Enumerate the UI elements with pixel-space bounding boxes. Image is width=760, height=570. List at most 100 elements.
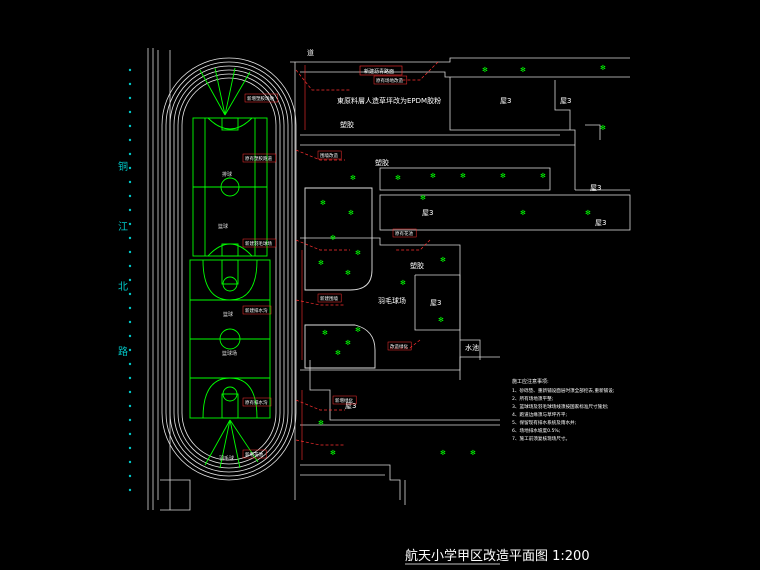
corner-label: 水池 — [465, 343, 479, 352]
tree-icon: ✻ — [585, 209, 591, 217]
court-label-3: 篮球场 — [222, 350, 237, 357]
court-label-2: 篮球 — [218, 223, 228, 230]
drainage-lines — [301, 65, 306, 460]
road-dot — [128, 292, 132, 296]
road-dot — [128, 446, 132, 450]
red-label-box — [242, 397, 272, 407]
building-label-7: 屋3 — [345, 402, 356, 410]
road-dot — [128, 376, 132, 380]
notes-item-7: 7、施工前须复核现场尺寸。 — [512, 435, 570, 442]
road-dot — [128, 474, 132, 478]
tree-icon: ✻ — [440, 256, 446, 264]
tree-icon: ✻ — [330, 234, 336, 242]
road-dot — [128, 208, 132, 212]
road-dot — [128, 334, 132, 338]
street-char: 江 — [118, 221, 128, 233]
road-dot — [128, 460, 132, 464]
epdm-note: 東原料層人造草坪改为EPDM胶粉 — [337, 96, 441, 105]
red-label: 新建羽毛球场 — [245, 240, 272, 247]
building-label-2: 屋3 — [560, 97, 571, 105]
road-dot — [128, 96, 132, 100]
road-dot — [128, 320, 132, 324]
notes-item-6: 6、场地排水坡度0.5%; — [512, 427, 561, 434]
sports-courts — [189, 67, 271, 469]
notes-item-2: 2、所有场地须平整; — [512, 395, 554, 402]
road-dot — [128, 180, 132, 184]
red-label-box — [317, 150, 342, 160]
red-label-box — [242, 305, 272, 315]
red-annotations — [295, 61, 439, 446]
plaza-label-1: 塑胶 — [340, 120, 354, 129]
tree-icon: ✻ — [460, 172, 466, 180]
road-dot — [128, 194, 132, 198]
street-char: 铜 — [118, 161, 128, 173]
red-label-box — [242, 449, 267, 459]
plaza-label-2: 塑胶 — [375, 158, 389, 167]
tree-icon: ✻ — [335, 349, 341, 357]
red-label: 围墙改造 — [320, 152, 338, 159]
tree-icon: ✻ — [500, 172, 506, 180]
red-label: 新增花池 — [245, 451, 263, 458]
tree-icon: ✻ — [520, 66, 526, 74]
red-label-box — [332, 395, 357, 405]
road-dot — [128, 278, 132, 282]
red-label: 原有排水沟 — [245, 399, 268, 406]
notes-heading: 施工应注意事项: — [512, 378, 549, 385]
road-dot — [128, 166, 132, 170]
red-label-group: 原有场地改造新增塑胶场地原有塑胶跑道新建羽毛球场新建排水沟原有排水沟新增花池原有… — [242, 75, 417, 459]
road-dot — [128, 404, 132, 408]
tree-icon: ✻ — [470, 449, 476, 457]
notes-item-4: 4、跑道边缘须与草坪齐平; — [512, 411, 567, 418]
road-dot — [128, 390, 132, 394]
plaza-label-3: 塑胶 — [410, 261, 424, 270]
tree-icon: ✻ — [438, 316, 444, 324]
court-label-5: 羽毛球 — [219, 455, 234, 462]
notes-item-1: 1、砂砾垫、重新铺设面层时须全部挖去,重新铺设; — [512, 387, 615, 394]
lawn-areas — [304, 187, 376, 369]
tree-icon: ✻ — [345, 269, 351, 277]
road-dot — [128, 488, 132, 492]
building-label-4: 屋3 — [422, 209, 433, 217]
red-label: 原有花池 — [395, 230, 413, 237]
street-char: 北 — [118, 281, 128, 293]
tree-icon: ✻ — [348, 209, 354, 217]
running-track — [161, 57, 297, 481]
road-dot — [128, 348, 132, 352]
drawing-title: 航天小学甲区改造平面图 1:200 — [405, 548, 590, 564]
red-label-box — [373, 75, 408, 85]
road-dot — [128, 138, 132, 142]
road-dot — [128, 264, 132, 268]
court-label-4: 篮球 — [223, 311, 233, 318]
street-char: 路 — [118, 345, 128, 358]
tree-icon: ✻ — [540, 172, 546, 180]
road-dot — [128, 250, 132, 254]
road-dot — [128, 124, 132, 128]
road-dot — [128, 222, 132, 226]
tree-icon: ✻ — [600, 64, 606, 72]
tree-icon: ✻ — [345, 339, 351, 347]
red-label: 原有塑胶跑道 — [245, 155, 272, 162]
top-sign: 新建沥青路面 — [364, 68, 394, 75]
tree-symbols: ✻✻✻✻✻✻✻✻✻✻✻✻✻✻✻✻✻✻✻✻✻✻✻✻✻✻✻✻✻✻ — [318, 64, 606, 457]
tree-icon: ✻ — [482, 66, 488, 74]
tree-icon: ✻ — [322, 329, 328, 337]
tree-icon: ✻ — [355, 326, 361, 334]
tree-icon: ✻ — [520, 209, 526, 217]
road-dot — [128, 152, 132, 156]
road-dot — [128, 82, 132, 86]
labels: 道 東原料層人造草坪改为EPDM胶粉 屋3 屋3 屋3 屋3 屋3 屋3 屋3 … — [307, 48, 606, 410]
tree-icon: ✻ — [355, 249, 361, 257]
construction-notes: 施工应注意事项: 1、砂砾垫、重新铺设面层时须全部挖去,重新铺设; 2、所有场地… — [512, 378, 615, 442]
court-labels: 排球 篮球 篮球场 篮球 羽毛球 — [218, 171, 237, 462]
tree-icon: ✻ — [330, 449, 336, 457]
tree-icon: ✻ — [420, 194, 426, 202]
tree-icon: ✻ — [350, 174, 356, 182]
red-label: 改造绿化 — [390, 343, 408, 350]
tree-icon: ✻ — [395, 174, 401, 182]
road-dot — [128, 110, 132, 114]
site-linework — [147, 48, 631, 511]
road-dot — [128, 306, 132, 310]
tree-icon: ✻ — [430, 172, 436, 180]
